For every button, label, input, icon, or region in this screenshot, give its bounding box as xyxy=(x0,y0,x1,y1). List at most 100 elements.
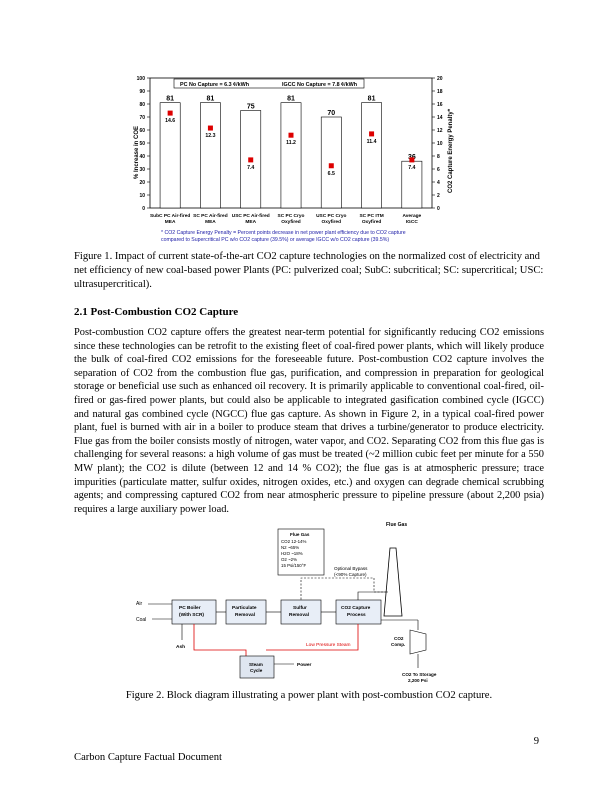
category-label: USC PC Cryo xyxy=(316,213,346,219)
y2-tick-label: 16 xyxy=(437,102,443,108)
boiler-label-1: PC Boiler xyxy=(179,605,201,611)
penalty-value-label: 11.4 xyxy=(367,139,377,145)
category-label: Oxyfired xyxy=(322,219,342,225)
figure2-caption: Figure 2. Block diagram illustrating a p… xyxy=(125,690,493,701)
penalty-value-label: 14.6 xyxy=(165,118,175,124)
steam-cycle-label-2: Cycle xyxy=(250,668,263,673)
y2-tick-label: 6 xyxy=(437,167,440,173)
y-tick-label: 60 xyxy=(139,128,145,134)
particulate-label-1: Particulate xyxy=(232,605,257,611)
chart-footnote-line1: * CO2 Capture Energy Penalty = Percent p… xyxy=(161,230,406,236)
penalty-marker xyxy=(409,157,415,163)
category-label: MEA xyxy=(165,219,176,225)
boiler-box xyxy=(171,599,217,625)
y-tick-label: 90 xyxy=(139,89,145,95)
bar xyxy=(159,102,181,209)
category-label: SC PC Air-fired xyxy=(193,213,228,219)
steam-cycle-box xyxy=(239,655,275,679)
bar xyxy=(280,102,302,209)
steam-cycle-label-1: Steam xyxy=(249,662,263,667)
ash-label: Ash xyxy=(176,644,185,650)
y2-tick-label: 18 xyxy=(437,89,443,95)
y-tick-label: 30 xyxy=(139,167,145,173)
particulate-box xyxy=(225,599,267,625)
penalty-marker xyxy=(167,110,173,116)
co2-comp-label-1: CO2 xyxy=(394,636,404,641)
y-tick-label: 0 xyxy=(142,206,145,212)
y-tick-label: 40 xyxy=(139,154,145,160)
flue-gas-line-5: 15 Psi/150°F xyxy=(281,563,307,568)
air-label: Air xyxy=(136,601,142,607)
category-label: USC PC Air-fired xyxy=(232,213,270,219)
category-label: Average xyxy=(402,213,421,219)
storage-label-1: CO2 To Storage xyxy=(402,672,437,677)
figure1-caption: Figure 1. Impact of current state-of-the… xyxy=(74,251,544,290)
penalty-marker xyxy=(288,132,294,138)
bar-value-label: 81 xyxy=(166,96,174,103)
category-label: SC PC Cryo xyxy=(278,213,305,219)
page-footer: Carbon Capture Factual Document xyxy=(74,752,222,763)
y-tick-label: 50 xyxy=(139,141,145,147)
legend-igcc: IGCC No Capture = 7.8 ¢/kWh xyxy=(282,82,357,88)
co2-capture-label-1: CO2 Capture xyxy=(341,605,371,611)
power-label: Power xyxy=(297,662,312,668)
y2-tick-label: 4 xyxy=(437,180,440,186)
coal-label: Coal xyxy=(136,617,146,623)
y2-tick-label: 10 xyxy=(437,141,443,147)
category-label: SC PC ITM xyxy=(359,213,383,219)
chart-footnote: * CO2 Capture Energy Penalty = Percent p… xyxy=(161,230,491,244)
category-label: Oxyfired xyxy=(281,219,301,225)
category-label: MEA xyxy=(205,219,216,225)
bar xyxy=(320,116,342,209)
section-heading: 2.1 Post-Combustion CO2 Capture xyxy=(74,306,239,318)
sulfur-label-2: Removal xyxy=(289,612,309,618)
penalty-marker xyxy=(248,157,254,163)
low-pressure-steam-line xyxy=(266,624,359,651)
particulate-label-2: Removal xyxy=(235,612,255,618)
bar xyxy=(200,102,221,209)
penalty-marker xyxy=(369,131,375,137)
storage-label-2: 2,200 Psi xyxy=(408,678,428,683)
chart-footnote-line2: compared to Supercritical PC w/o CO2 cap… xyxy=(161,237,390,243)
bypass-line xyxy=(300,577,388,603)
y-tick-label: 20 xyxy=(139,180,145,186)
category-label: SubC PC Air-fired xyxy=(150,213,190,219)
penalty-marker xyxy=(207,125,213,131)
bar-value-label: 70 xyxy=(327,110,335,117)
bar-value-label: 81 xyxy=(207,96,215,103)
co2-capture-box xyxy=(335,599,382,625)
penalty-value-label: 7.4 xyxy=(247,165,254,171)
y2-tick-label: 20 xyxy=(437,76,443,82)
flue-gas-line-4: O2 ~2% xyxy=(281,557,297,562)
y2-tick-label: 0 xyxy=(437,206,440,212)
legend-pc: PC No Capture = 6.3 ¢/kWh xyxy=(180,82,249,88)
optional-bypass-label-2: (<90% Capture) xyxy=(334,572,367,577)
page-number: 9 xyxy=(533,736,539,747)
low-pressure-steam-label: Low Pressure Steam xyxy=(306,642,351,648)
flue-gas-line-3: H2O ~18% xyxy=(281,551,303,556)
steam-line-boiler xyxy=(193,624,247,670)
y2-tick-label: 12 xyxy=(437,128,443,134)
y-tick-label: 100 xyxy=(137,76,146,82)
y-tick-label: 70 xyxy=(139,115,145,121)
bar xyxy=(361,102,382,209)
y-tick-label: 80 xyxy=(139,102,145,108)
y2-tick-label: 14 xyxy=(437,115,443,121)
penalty-value-label: 6.5 xyxy=(328,171,335,177)
flue-gas-box xyxy=(277,528,325,576)
category-label: IGCC xyxy=(406,219,419,225)
flow-line-to-stack xyxy=(357,591,388,600)
flue-gas-line-1: CO2 12-14% xyxy=(281,539,306,544)
y2-axis-label: CO2 Capture Energy Penalty* xyxy=(448,108,454,193)
flue-gas-box-title: Flue Gas xyxy=(290,532,310,537)
co2-capture-label-2: Process xyxy=(347,612,366,618)
bar-value-label: 81 xyxy=(368,96,376,103)
bar-value-label: 75 xyxy=(247,104,255,111)
optional-bypass-label: Optional Bypass xyxy=(334,566,368,571)
flue-gas-line-2: N2 ~65% xyxy=(281,545,299,550)
category-label: Oxyfired xyxy=(362,219,382,225)
legend-box xyxy=(173,78,365,89)
y2-tick-label: 8 xyxy=(437,154,440,160)
co2-comp-label-2: Comp. xyxy=(391,642,405,647)
compressor-icon xyxy=(409,629,427,655)
